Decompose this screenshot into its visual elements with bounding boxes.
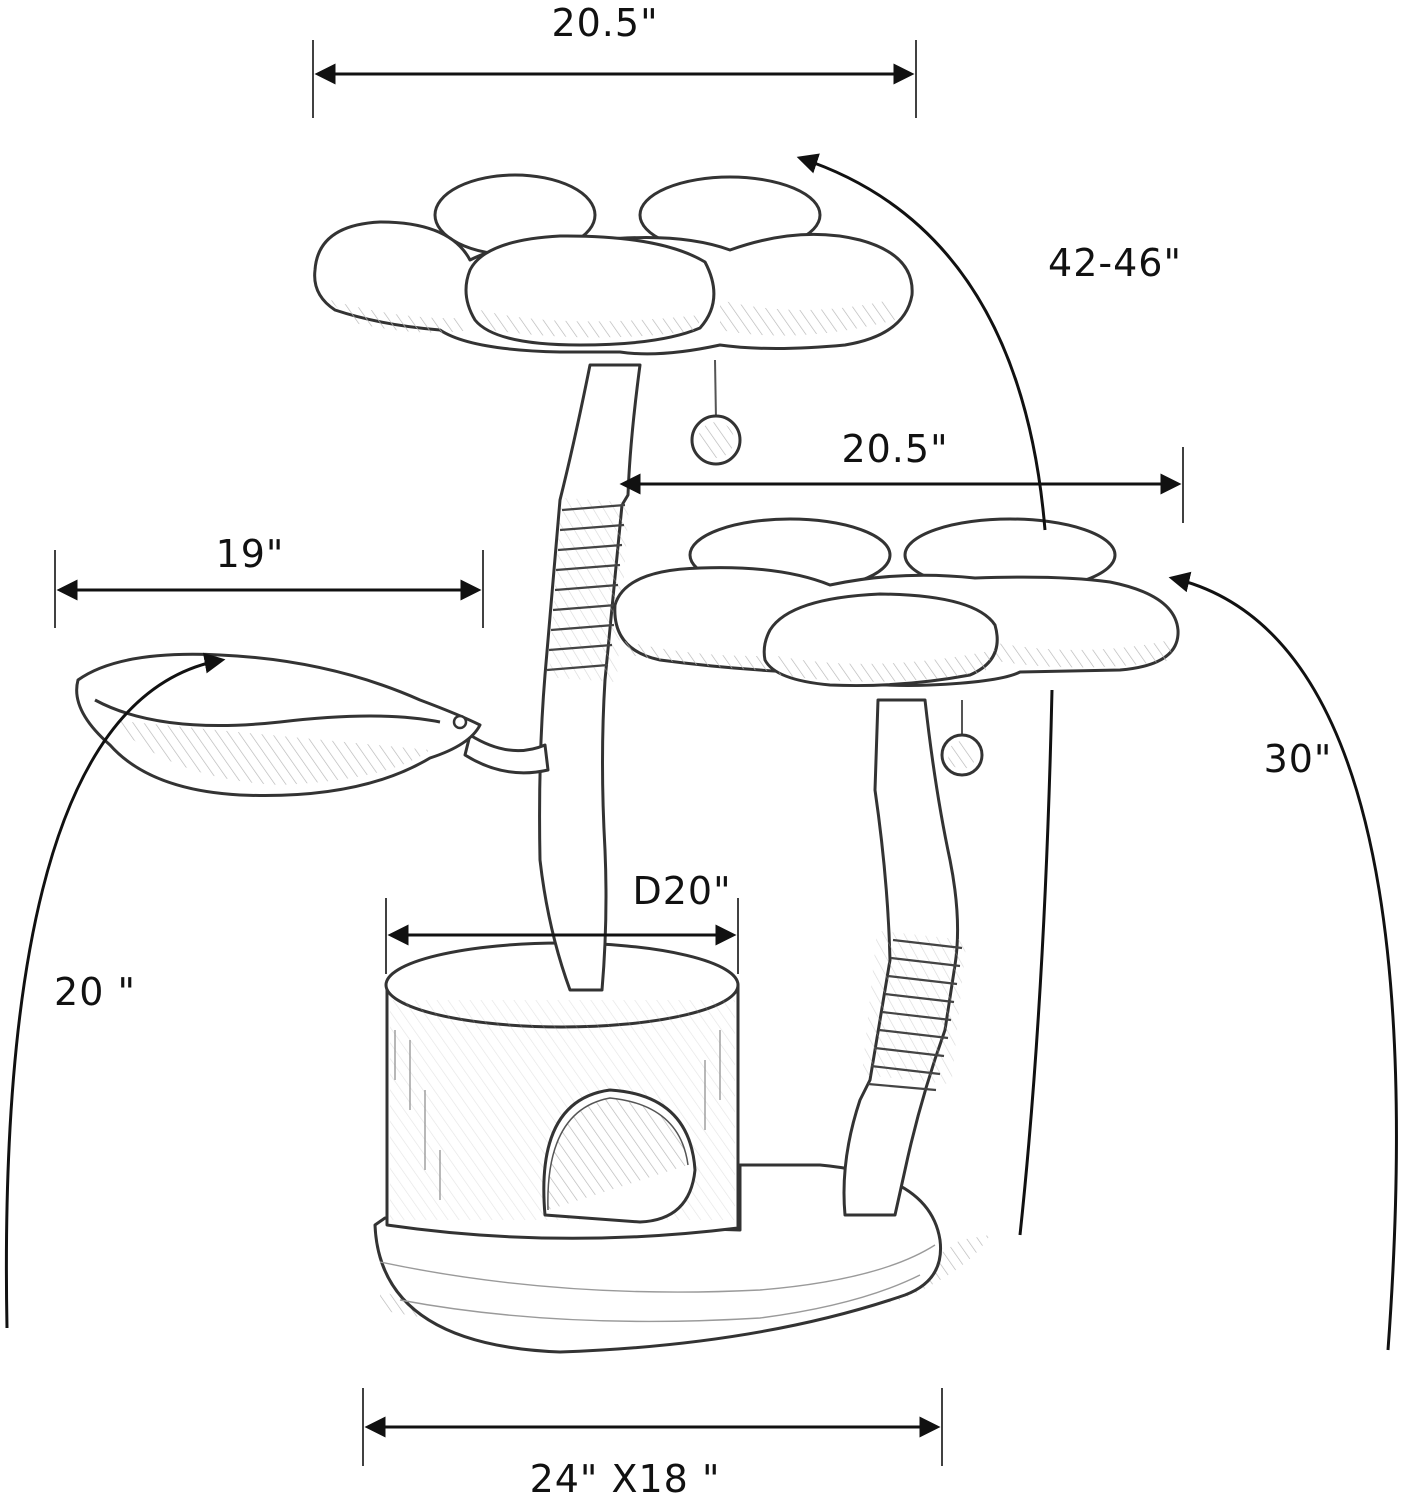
second-post-rope [867,938,963,1092]
leaf-bed-height-dimension: 20 " [4,652,226,1329]
top-flower-platform [313,173,914,356]
condo-diameter-label: D20" [632,869,731,913]
base-board [373,1163,943,1354]
leaf-bed [75,652,482,797]
base-size-dimension: 24" X18 " [362,1388,943,1500]
hanging-toy-middle [940,700,984,777]
cat-tree-illustration [75,173,1180,1354]
top-platform-width-label: 20.5" [551,1,658,45]
condo [384,941,740,1240]
total-height-dimension: 42-46" [796,153,1182,531]
leaf-bed-width-label: 19" [216,532,285,576]
middle-platform-height-label: 30" [1264,737,1333,781]
total-height-label: 42-46" [1048,241,1182,285]
hanging-toy-top [690,359,742,466]
main-post-rope [546,503,626,672]
dimension-annotations: 20.5" 42-46" 20.5" 19" 30" [4,1,1398,1500]
base-size-label: 24" X18 " [530,1457,721,1500]
top-platform-width-dimension: 20.5" [312,1,917,118]
middle-flower-platform [613,517,1180,688]
middle-platform-width-dimension: 20.5" [619,427,1184,523]
leaf-bed-height-label: 20 " [54,970,136,1014]
condo-diameter-dimension: D20" [385,869,739,974]
second-post [842,698,967,1217]
middle-platform-height-dimension: 30" [1018,571,1398,1351]
middle-platform-width-label: 20.5" [841,427,948,471]
main-post [463,363,642,992]
leaf-bed-width-dimension: 19" [54,532,484,628]
